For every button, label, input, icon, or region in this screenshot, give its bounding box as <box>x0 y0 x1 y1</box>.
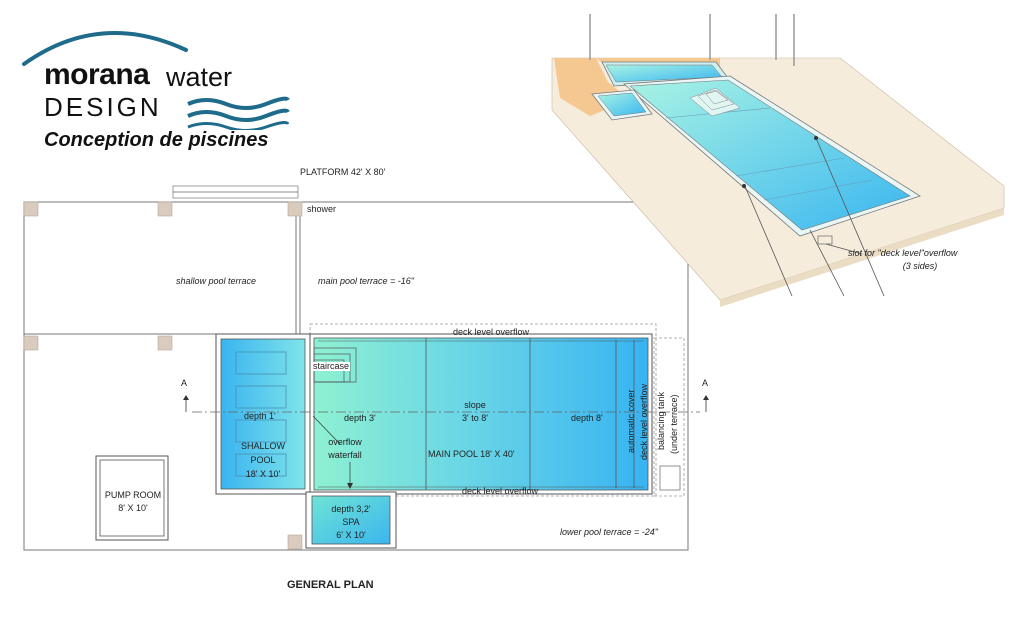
slope-label: slope <box>464 400 486 410</box>
main-pool-label: MAIN POOL 18' X 40' <box>428 449 515 459</box>
section-mark-left: A <box>181 378 188 388</box>
logo-waves-icon <box>187 96 290 130</box>
deck-overflow-top-label: deck level overflow <box>453 327 530 337</box>
spa-label: SPA <box>342 517 360 527</box>
spa-size-label: 6' X 10' <box>336 530 366 540</box>
shower-label: shower <box>307 204 337 214</box>
logo-brand-bold: morana <box>44 58 150 91</box>
balancing-tank-label: balancing tank <box>656 391 666 450</box>
shallow-pool-size: 18' X 10' <box>245 469 281 479</box>
main-terrace-label: main pool terrace = -16" <box>318 276 414 286</box>
deck-overflow-bottom-label: deck level overflow <box>462 486 539 496</box>
balancing-tank-outline <box>653 337 685 497</box>
shallow-terrace-label: shallow pool terrace <box>176 276 257 286</box>
pump-room-label: PUMP ROOM <box>104 490 162 500</box>
depth-8-label: depth 8' <box>571 413 603 423</box>
pillars <box>23 201 303 550</box>
logo-brand-design: DESIGN <box>44 92 162 122</box>
pump-room <box>95 455 169 541</box>
platform-rail <box>172 185 299 193</box>
shallow-pool-label-2: POOL <box>250 455 276 465</box>
plan-title: GENERAL PLAN <box>287 579 374 591</box>
logo-swoosh-icon <box>22 30 188 66</box>
pump-room-size: 8' X 10' <box>118 503 148 513</box>
logo-brand-light: water <box>166 62 233 92</box>
shallow-pool-label: SHALLOW <box>240 441 285 451</box>
shallow-depth-label: depth 1' <box>244 411 276 421</box>
overflow-waterfall-label: overflow <box>328 437 362 447</box>
section-mark-right: A <box>702 378 709 388</box>
spa-depth-label: depth 3,2' <box>331 504 371 514</box>
lower-terrace-label: lower pool terrace = -24" <box>560 527 658 537</box>
deck-overflow-side-label: deck level overflow <box>639 383 649 460</box>
balancing-tank-note: (under terrace) <box>669 394 679 454</box>
platform-outline <box>23 201 689 551</box>
staircase-label: staircase <box>312 361 351 371</box>
main-pool <box>313 337 649 491</box>
shallow-pool <box>220 338 306 490</box>
slot-note-label: slot for "deck level"overflow <box>848 248 958 258</box>
automatic-cover-label: automatic cover <box>626 389 636 453</box>
overflow-waterfall-label-2: waterfall <box>328 450 362 460</box>
spa-pool <box>311 495 391 545</box>
perspective-view <box>551 14 1005 307</box>
platform-label: PLATFORM 42' X 80' <box>300 167 386 177</box>
slot-note-label-2: (3 sides) <box>902 261 938 271</box>
depth-3-label: depth 3' <box>344 413 376 423</box>
slope-range-label: 3' to 8' <box>462 413 488 423</box>
logo-tagline: Conception de piscines <box>44 129 269 151</box>
waterfall-arrow <box>312 415 341 445</box>
